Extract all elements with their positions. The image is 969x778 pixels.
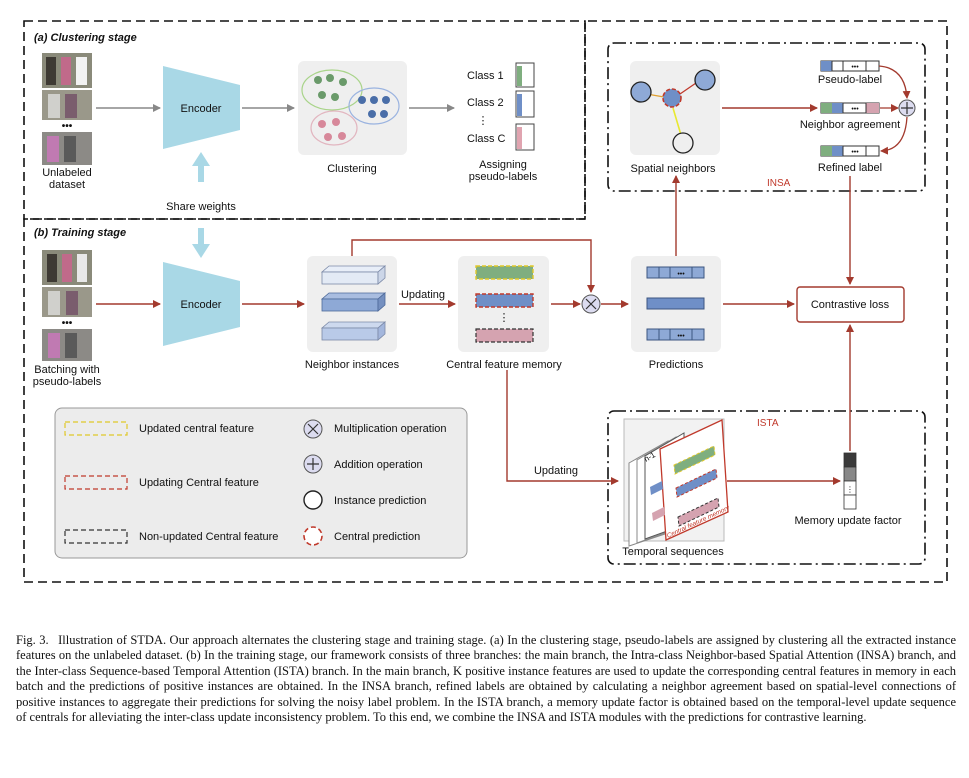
updating-label-2: Updating <box>534 465 578 477</box>
memory-update-factor-bar: ⋮ <box>843 452 857 510</box>
legend-addition: Addition operation <box>334 459 423 471</box>
share-weights-label: Share weights <box>166 201 236 213</box>
pseudo-label-label: Pseudo-label <box>818 74 882 86</box>
neighbor-agreement-vector: ••• <box>820 102 880 114</box>
assigning-label-1: Assigning <box>479 159 527 171</box>
refined-label-vector: ••• <box>820 145 880 157</box>
neighbor-instances-panel <box>307 256 397 352</box>
neighbor-instances-label: Neighbor instances <box>305 359 400 371</box>
encoder-bottom <box>163 262 240 346</box>
encoder-bottom-label: Encoder <box>181 299 222 311</box>
memory-update-factor-label: Memory update factor <box>795 515 902 527</box>
svg-text:•••: ••• <box>851 106 859 113</box>
svg-text:⋮: ⋮ <box>846 485 854 494</box>
multiplication-operator <box>581 294 601 314</box>
svg-text:•••: ••• <box>62 121 73 132</box>
legend-updated-central: Updated central feature <box>139 423 254 435</box>
legend-updating-central: Updating Central feature <box>139 477 259 489</box>
caption-text: Illustration of STDA. Our approach alter… <box>16 633 956 725</box>
svg-text:•••: ••• <box>851 64 859 71</box>
contrastive-loss-box <box>796 286 905 323</box>
batch-images: ••• <box>42 250 92 361</box>
temporal-sequences-label: Temporal sequences <box>622 546 724 558</box>
svg-text:•••: ••• <box>62 318 73 329</box>
legend-central-prediction: Central prediction <box>334 531 420 543</box>
legend-multiplication: Multiplication operation <box>334 423 447 435</box>
central-feature-memory-panel: ⋮ <box>458 256 549 352</box>
class-bars <box>515 62 535 151</box>
unlabeled-dataset-label-1: Unlabeled <box>42 167 92 179</box>
batching-label-1: Batching with <box>34 364 99 376</box>
clustering-label: Clustering <box>327 163 377 175</box>
ista-box <box>607 410 926 565</box>
figure-caption: Fig. 3. Illustration of STDA. Our approa… <box>16 633 956 725</box>
insa-tag: INSA <box>767 178 791 189</box>
central-feature-memory-label: Central feature memory <box>446 359 562 371</box>
encoder-top-label: Encoder <box>181 103 222 115</box>
class-c-label: Class C <box>467 133 506 145</box>
class-ellipsis: ⋮ <box>478 115 489 127</box>
legend-non-updated-central: Non-updated Central feature <box>139 531 278 543</box>
contrastive-loss-label: Contrastive loss <box>811 299 890 311</box>
pseudo-label-vector: ••• <box>820 60 880 72</box>
clustering-panel <box>298 61 407 155</box>
addition-operator <box>898 99 916 117</box>
updating-label-1: Updating <box>401 289 445 301</box>
class-1-label: Class 1 <box>467 70 504 82</box>
encoder-top <box>163 66 240 149</box>
batching-label-2: pseudo-labels <box>33 376 102 388</box>
svg-text:•••: ••• <box>851 149 859 156</box>
ista-tag: ISTA <box>757 418 779 429</box>
svg-text:•••: ••• <box>677 271 685 278</box>
temporal-sequences-stack: n-1 Central feature memory <box>623 418 731 547</box>
svg-text:•••: ••• <box>677 333 685 340</box>
legend-instance-prediction: Instance prediction <box>334 495 426 507</box>
assigning-label-2: pseudo-labels <box>469 171 538 183</box>
predictions-panel: ••• ••• <box>631 256 721 352</box>
predictions-label: Predictions <box>649 359 704 371</box>
legend-panel <box>54 407 468 559</box>
class-2-label: Class 2 <box>467 97 504 109</box>
caption-label: Fig. 3. <box>16 633 49 647</box>
stda-figure: (a) Clustering stage (b) Training stage … <box>23 20 948 583</box>
svg-text:⋮: ⋮ <box>499 312 510 324</box>
spatial-neighbors-label: Spatial neighbors <box>630 163 716 175</box>
clustering-stage-frame <box>23 20 586 220</box>
unlabeled-dataset-label-2: dataset <box>49 179 85 191</box>
clustering-stage-title: (a) Clustering stage <box>34 32 137 44</box>
training-stage-title: (b) Training stage <box>34 227 126 239</box>
insa-box <box>607 42 926 192</box>
unlabeled-dataset-images: ••• <box>42 53 92 165</box>
spatial-neighbors-panel <box>630 61 720 155</box>
refined-label-label: Refined label <box>818 162 882 174</box>
share-weights-arrows <box>192 152 210 258</box>
neighbor-agreement-label: Neighbor agreement <box>800 119 900 131</box>
